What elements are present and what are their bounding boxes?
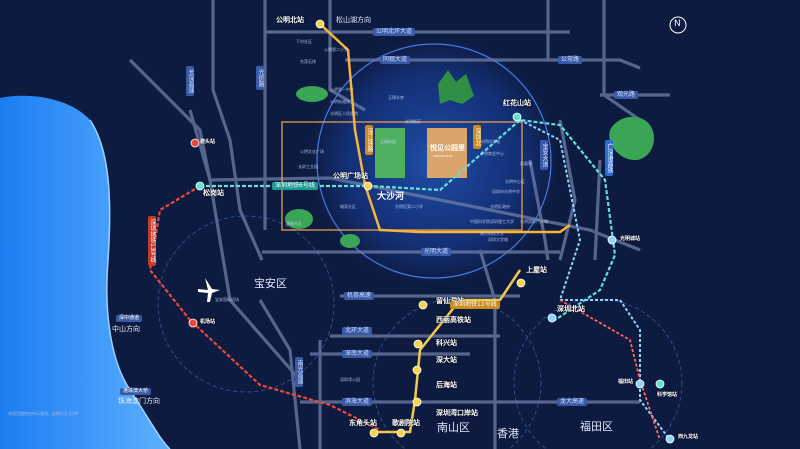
poi-label: 光明科学城 <box>480 139 500 144</box>
coast-line <box>89 119 171 449</box>
poi-label: 光明中心区 <box>505 179 525 184</box>
poi-label: 深圳湾公园 <box>340 377 360 382</box>
station-gongming-north: 公明北站 <box>276 16 304 24</box>
poi-label: 东莞石排 <box>300 59 316 64</box>
road-guangqiao: 光侨路 <box>256 66 264 90</box>
poi-label: 南方科技大学 <box>480 231 504 236</box>
project-sub: YUEJIAN PARK <box>432 154 453 158</box>
ring-baoan <box>157 215 335 393</box>
poi-label: 光明区人民医院 <box>330 111 358 116</box>
poi-label: 公明第二小学 <box>324 47 348 52</box>
road-tongguan: 同观大道 <box>380 56 411 64</box>
district-hongkong: 香港 <box>497 427 519 440</box>
poi-label: 公明第一中学 <box>330 87 354 92</box>
poi-label: 公明文化广场 <box>300 149 324 154</box>
station-dongjiaotou: 东角头站 <box>349 419 377 427</box>
bridge-hkzm: 港珠澳大桥 <box>120 388 152 395</box>
station-shenzhen-north: 深圳北站 <box>557 305 585 313</box>
poi-label: 深圳市光明中学 <box>492 189 520 194</box>
compass-icon <box>669 16 687 34</box>
metro-line5 <box>370 269 522 434</box>
station-shenzhenwan: 深圳湾口岸站 <box>436 409 478 417</box>
road-jihe-expwy: 机荷高速 <box>344 292 375 300</box>
parks <box>285 70 655 248</box>
road-guangming-ave: 光明大道 <box>421 248 452 256</box>
metro-tag-north: 深圳北 <box>473 125 481 149</box>
station-markers <box>188 19 675 444</box>
poi-label: 下村社区 <box>296 39 312 44</box>
station-guangming-city: 光明城站 <box>620 236 641 242</box>
road-guanguang: 观光路 <box>614 91 639 99</box>
sea-area <box>0 95 170 449</box>
metro-line6 <box>200 118 617 321</box>
poi-label: 光明新区 <box>405 119 421 124</box>
poi-label: 塘尾社区 <box>286 221 302 226</box>
road-baoan: 宝安大道 <box>540 140 548 170</box>
station-houhai: 后海站 <box>436 381 457 389</box>
road-binhai: 滨海大道 <box>342 398 373 406</box>
station-xili-hsr: 西丽高铁站 <box>436 316 471 324</box>
poi-label: 玉律水库 <box>388 95 404 100</box>
station-bihu: 碧头站 <box>200 139 216 145</box>
road-longda: 龙大高速 <box>557 398 588 406</box>
station-shangwu: 上屋站 <box>526 266 547 274</box>
station-futian-center: 福田站 <box>618 379 634 385</box>
station-kexue: 科学馆站 <box>657 392 678 398</box>
road-gongming-north-ring: 公明北环大道 <box>373 28 416 36</box>
poi-label: 光明区第二小学 <box>395 204 423 209</box>
rail-guangming-line: 广深港高铁 <box>605 140 613 176</box>
road-changzhen: 长深高速 <box>186 66 194 96</box>
station-jichang: 机场站 <box>200 319 216 325</box>
poi-label: 玉塘街道 <box>380 139 396 144</box>
poi-label: 公明商业中心 <box>480 151 504 156</box>
road-beihuan: 北环大道 <box>342 327 373 335</box>
airplane-icon <box>198 278 220 302</box>
poi-label: 中国科学院深圳理工大学 <box>470 219 514 224</box>
metro-tag-line6: 深圳地铁6号线 <box>272 182 318 190</box>
metro-line13 <box>319 23 571 234</box>
poi-label: 光明国际汽车城 <box>520 219 548 224</box>
direction-songshan-lake: 松山湖方向 <box>336 16 371 24</box>
poi-label: 公明街道办 <box>330 99 350 104</box>
road-nanguang: 南光高速 <box>295 357 303 387</box>
poi-label: 凤凰城 <box>520 161 532 166</box>
metro-red-right <box>559 299 661 441</box>
project-ring <box>316 43 552 279</box>
poi-label: 深圳大学城 <box>488 237 508 242</box>
road-shennan: 深南大道 <box>342 350 373 358</box>
district-baoan: 宝安区 <box>254 277 287 290</box>
station-gewuyuan: 歌剧院站 <box>392 419 420 427</box>
poi-label: 长圳工业园 <box>298 164 318 169</box>
direction-zhuhai-macau: 珠海澳门方向 <box>118 397 160 405</box>
station-honghuashan: 红花山站 <box>503 99 531 107</box>
station-shenda: 深大站 <box>436 356 457 364</box>
north-label: N <box>674 19 681 29</box>
station-xijiulong: 西九龙站 <box>678 434 699 440</box>
bridge-zhongshan: 深中通道 <box>116 315 143 322</box>
landmark-label: 大沙河 <box>377 192 405 202</box>
metro-tag-line11: 深圳地铁11号线 <box>450 301 500 309</box>
road-gongchang: 公常路 <box>558 56 583 64</box>
direction-zhongshan: 中山方向 <box>112 325 140 333</box>
poi-label: 宝安国际机场 <box>215 297 239 302</box>
station-songgang: 松岗站 <box>203 189 224 197</box>
station-kexing: 科兴站 <box>436 339 457 347</box>
poi-label: 光明区政府 <box>490 204 510 209</box>
district-futian: 福田区 <box>580 420 613 433</box>
project-plot <box>427 128 467 178</box>
station-gongming-square: 公明广场站 <box>333 172 368 180</box>
metro-tag-line13: 深圳地铁13号线 <box>148 216 156 266</box>
disclaimer: 本项目规划仅作示意用，比例尺为 1:00 <box>8 411 79 416</box>
hsr-line <box>519 119 671 441</box>
ring-nanshan <box>372 298 542 449</box>
green-belt <box>375 128 405 178</box>
project-name: 悦见公园里 <box>430 144 465 152</box>
district-nanshan: 南山区 <box>437 421 470 434</box>
metro-tag-s: 深江铁路 <box>365 125 373 155</box>
poi-label: 塘家社区 <box>340 204 356 209</box>
